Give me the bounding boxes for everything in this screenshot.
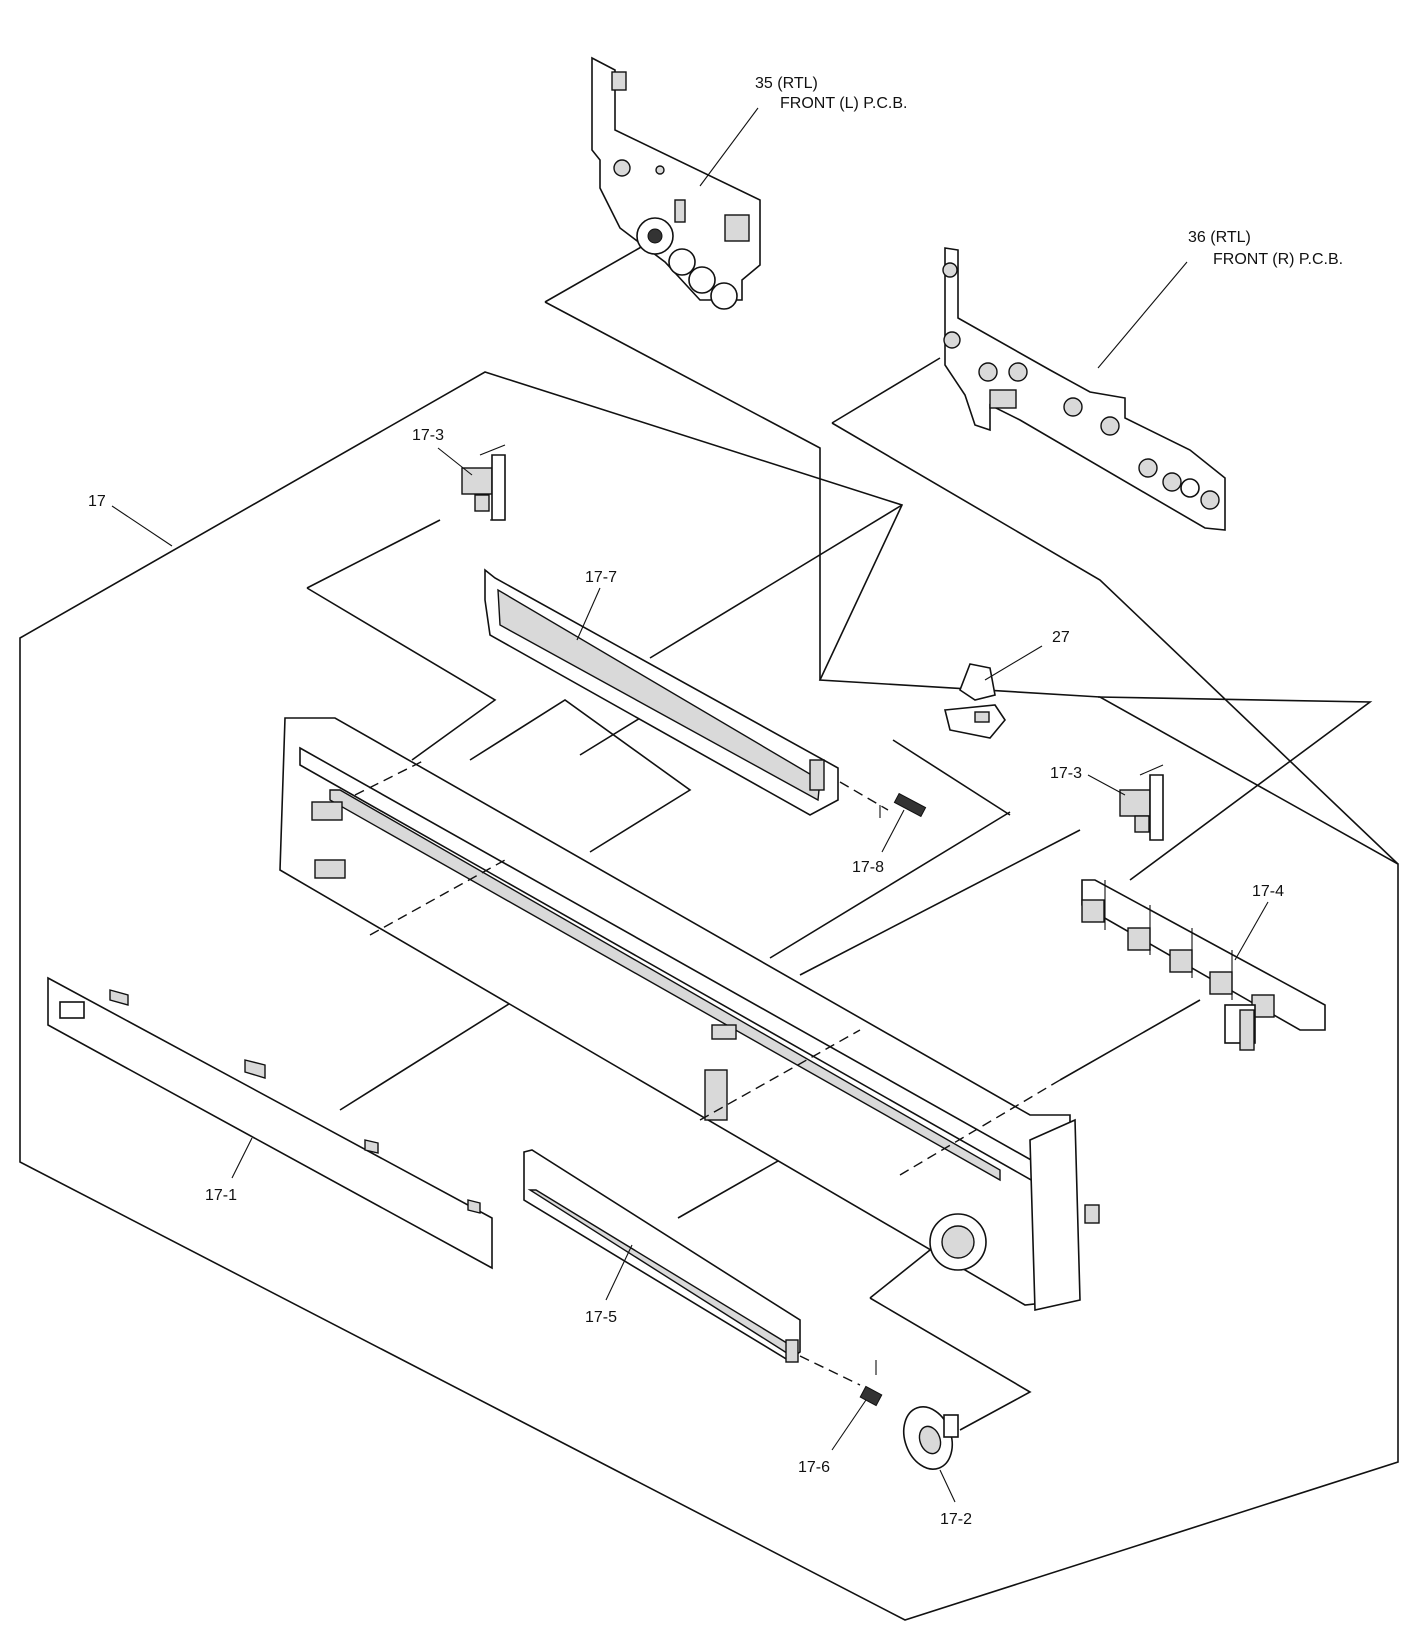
label-35-number: 35 (RTL) bbox=[755, 75, 818, 92]
switch-17-3-right bbox=[1119, 764, 1164, 841]
inner-boundary-line bbox=[469, 699, 692, 853]
inner-boundary-line bbox=[306, 519, 441, 589]
leader-17-1 bbox=[231, 1137, 253, 1179]
label-17: 17 bbox=[88, 493, 106, 510]
label-17-8: 17-8 bbox=[852, 859, 884, 876]
spring-17-8 bbox=[879, 792, 927, 818]
leader-36 bbox=[1097, 261, 1188, 369]
pcb-right-boundary bbox=[831, 422, 1399, 865]
leader-17-3-right bbox=[1087, 774, 1126, 796]
leader-17-8 bbox=[881, 809, 905, 853]
leader-17-5 bbox=[605, 1244, 633, 1301]
pcb-right-boundary bbox=[831, 357, 941, 424]
panel-17-1 bbox=[47, 976, 493, 1270]
front-panel-chassis bbox=[279, 717, 1100, 1311]
knob-17-2 bbox=[902, 1406, 959, 1470]
leader-17-3-left bbox=[437, 447, 473, 476]
inner-boundary-line bbox=[1059, 999, 1201, 1081]
dashed-line-lower bbox=[699, 1029, 861, 1121]
inner-boundary-line bbox=[892, 739, 1011, 816]
inner-boundary-line bbox=[869, 1297, 1032, 1431]
dashed-line-mid bbox=[369, 859, 506, 936]
inner-boundary-line bbox=[306, 587, 497, 761]
label-17-3-right: 17-3 bbox=[1050, 765, 1082, 782]
spring-17-6 bbox=[859, 1360, 883, 1407]
dashed-line-left bbox=[354, 759, 426, 796]
inner-boundary-line bbox=[649, 504, 903, 659]
label-17-4: 17-4 bbox=[1252, 883, 1284, 900]
pcb-left-boundary bbox=[544, 241, 651, 303]
label-36-name: FRONT (R) P.C.B. bbox=[1213, 251, 1343, 268]
label-36-number: 36 (RTL) bbox=[1188, 229, 1251, 246]
door-17-5 bbox=[523, 1149, 801, 1363]
bracket-27 bbox=[943, 663, 1006, 739]
leader-27 bbox=[984, 645, 1043, 681]
inner-boundary-line bbox=[1097, 696, 1373, 881]
label-17-6: 17-6 bbox=[798, 1459, 830, 1476]
leader-17-4 bbox=[1234, 901, 1269, 961]
inner-boundary-line bbox=[869, 1249, 931, 1299]
label-17-1: 17-1 bbox=[205, 1187, 237, 1204]
pcb-left-boundary bbox=[544, 301, 821, 680]
label-27: 27 bbox=[1052, 629, 1070, 646]
label-17-7: 17-7 bbox=[585, 569, 617, 586]
spring-17-6-dash bbox=[799, 1355, 861, 1386]
label-17-5: 17-5 bbox=[585, 1309, 617, 1326]
label-17-2: 17-2 bbox=[940, 1511, 972, 1528]
front-right-pcb bbox=[942, 247, 1226, 531]
spring-17-8-dash bbox=[839, 781, 889, 811]
inner-boundary-line bbox=[769, 811, 1011, 959]
assembly-17-boundary bbox=[19, 371, 1399, 1621]
window-17-7 bbox=[484, 568, 839, 816]
label-17-3-left: 17-3 bbox=[412, 427, 444, 444]
leader-17-2 bbox=[939, 1469, 956, 1503]
switch-17-3-left bbox=[461, 444, 506, 521]
front-left-pcb bbox=[591, 56, 761, 310]
leader-17 bbox=[111, 505, 173, 547]
switch-board-17-4 bbox=[1081, 879, 1326, 1051]
leader-35 bbox=[699, 107, 759, 187]
leader-17-6 bbox=[831, 1399, 867, 1451]
label-35-name: FRONT (L) P.C.B. bbox=[780, 95, 907, 112]
leader-17-7 bbox=[576, 587, 601, 641]
inner-boundary-line bbox=[799, 829, 1081, 976]
